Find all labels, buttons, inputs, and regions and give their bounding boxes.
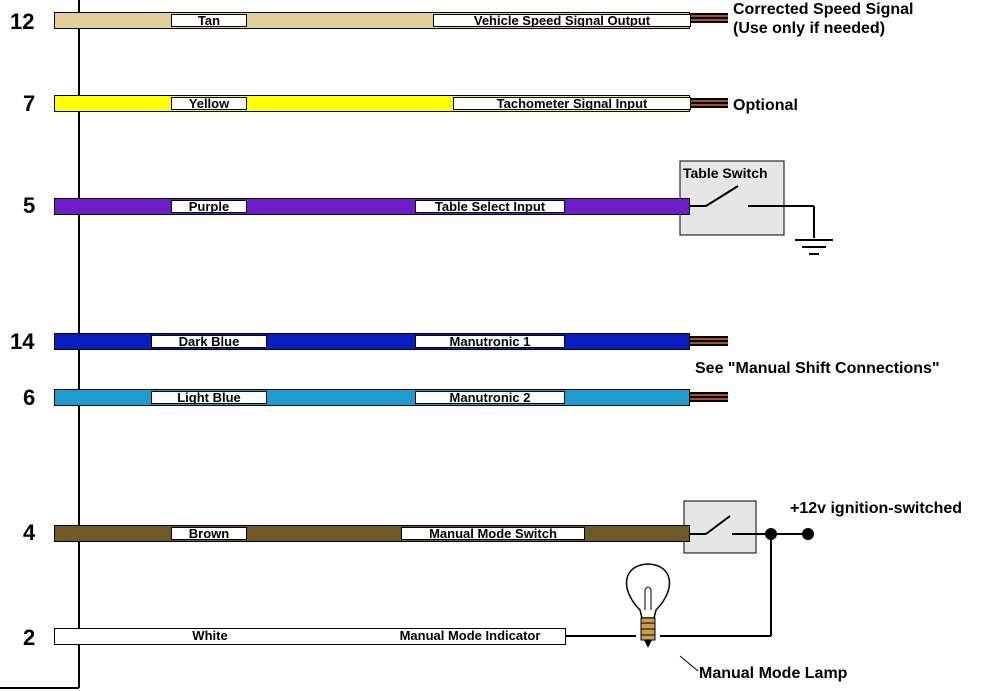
wire-color-label: Light Blue — [151, 391, 267, 404]
table-switch-icon — [690, 185, 815, 238]
pin-number: 7 — [23, 91, 36, 116]
wire-dark-blue: Dark Blue Manutronic 1 — [54, 333, 690, 350]
connector-stub-icon — [690, 336, 728, 346]
wire-color-label: Yellow — [171, 97, 247, 110]
pin-number: 2 — [23, 625, 36, 650]
wire-light-blue: Light Blue Manutronic 2 — [54, 389, 690, 406]
pin-number: 14 — [10, 329, 35, 354]
wire-function-label: Tachometer Signal Input — [453, 97, 691, 110]
wire-brown: Brown Manual Mode Switch — [54, 525, 690, 542]
wire-function-label: Manutronic 2 — [415, 391, 565, 404]
wire-color-label: Brown — [171, 527, 247, 540]
connector-stub-icon — [690, 392, 728, 402]
wire-function-label: Manual Mode Indicator — [375, 630, 565, 643]
lamp-callout-line — [679, 655, 699, 672]
wire-color-label: Purple — [171, 200, 247, 213]
table-switch-box — [679, 160, 785, 236]
corrected-speed-note: Corrected Speed Signal — [733, 1, 914, 18]
wire-function-label: Vehicle Speed Signal Output — [433, 14, 691, 27]
ignition-note: +12v ignition-switched — [790, 500, 963, 517]
manual-mode-switch-box — [683, 500, 757, 554]
use-if-needed-note: (Use only if needed) — [733, 20, 886, 37]
light-bulb-icon — [625, 563, 671, 648]
pin-number: 12 — [10, 9, 35, 34]
wire-white: White Manual Mode Indicator — [54, 628, 566, 645]
wire-color-label: Tan — [171, 14, 247, 27]
wire-color-label: Dark Blue — [151, 335, 267, 348]
table-switch-label: Table Switch — [683, 165, 768, 181]
ground-icon — [795, 239, 833, 255]
connector-stub-icon — [690, 98, 728, 108]
wire-function-label: Manutronic 1 — [415, 335, 565, 348]
connector-stub-icon — [690, 13, 728, 23]
pin-number: 6 — [23, 385, 36, 410]
lamp-note: Manual Mode Lamp — [699, 665, 848, 682]
wire-yellow: Yellow Tachometer Signal Input — [54, 95, 691, 112]
ignition-terminal-dot — [802, 528, 814, 540]
wire-tan: Tan Vehicle Speed Signal Output — [54, 12, 691, 29]
wire-purple: Purple Table Select Input — [54, 198, 690, 215]
wire-function-label: Table Select Input — [415, 200, 565, 213]
optional-note: Optional — [733, 97, 798, 114]
manual-shift-note: See "Manual Shift Connections" — [695, 360, 940, 377]
pin-number: 5 — [23, 193, 36, 218]
pin-number: 4 — [23, 520, 36, 545]
wire-color-label: White — [165, 630, 255, 643]
wire-function-label: Manual Mode Switch — [401, 527, 585, 540]
